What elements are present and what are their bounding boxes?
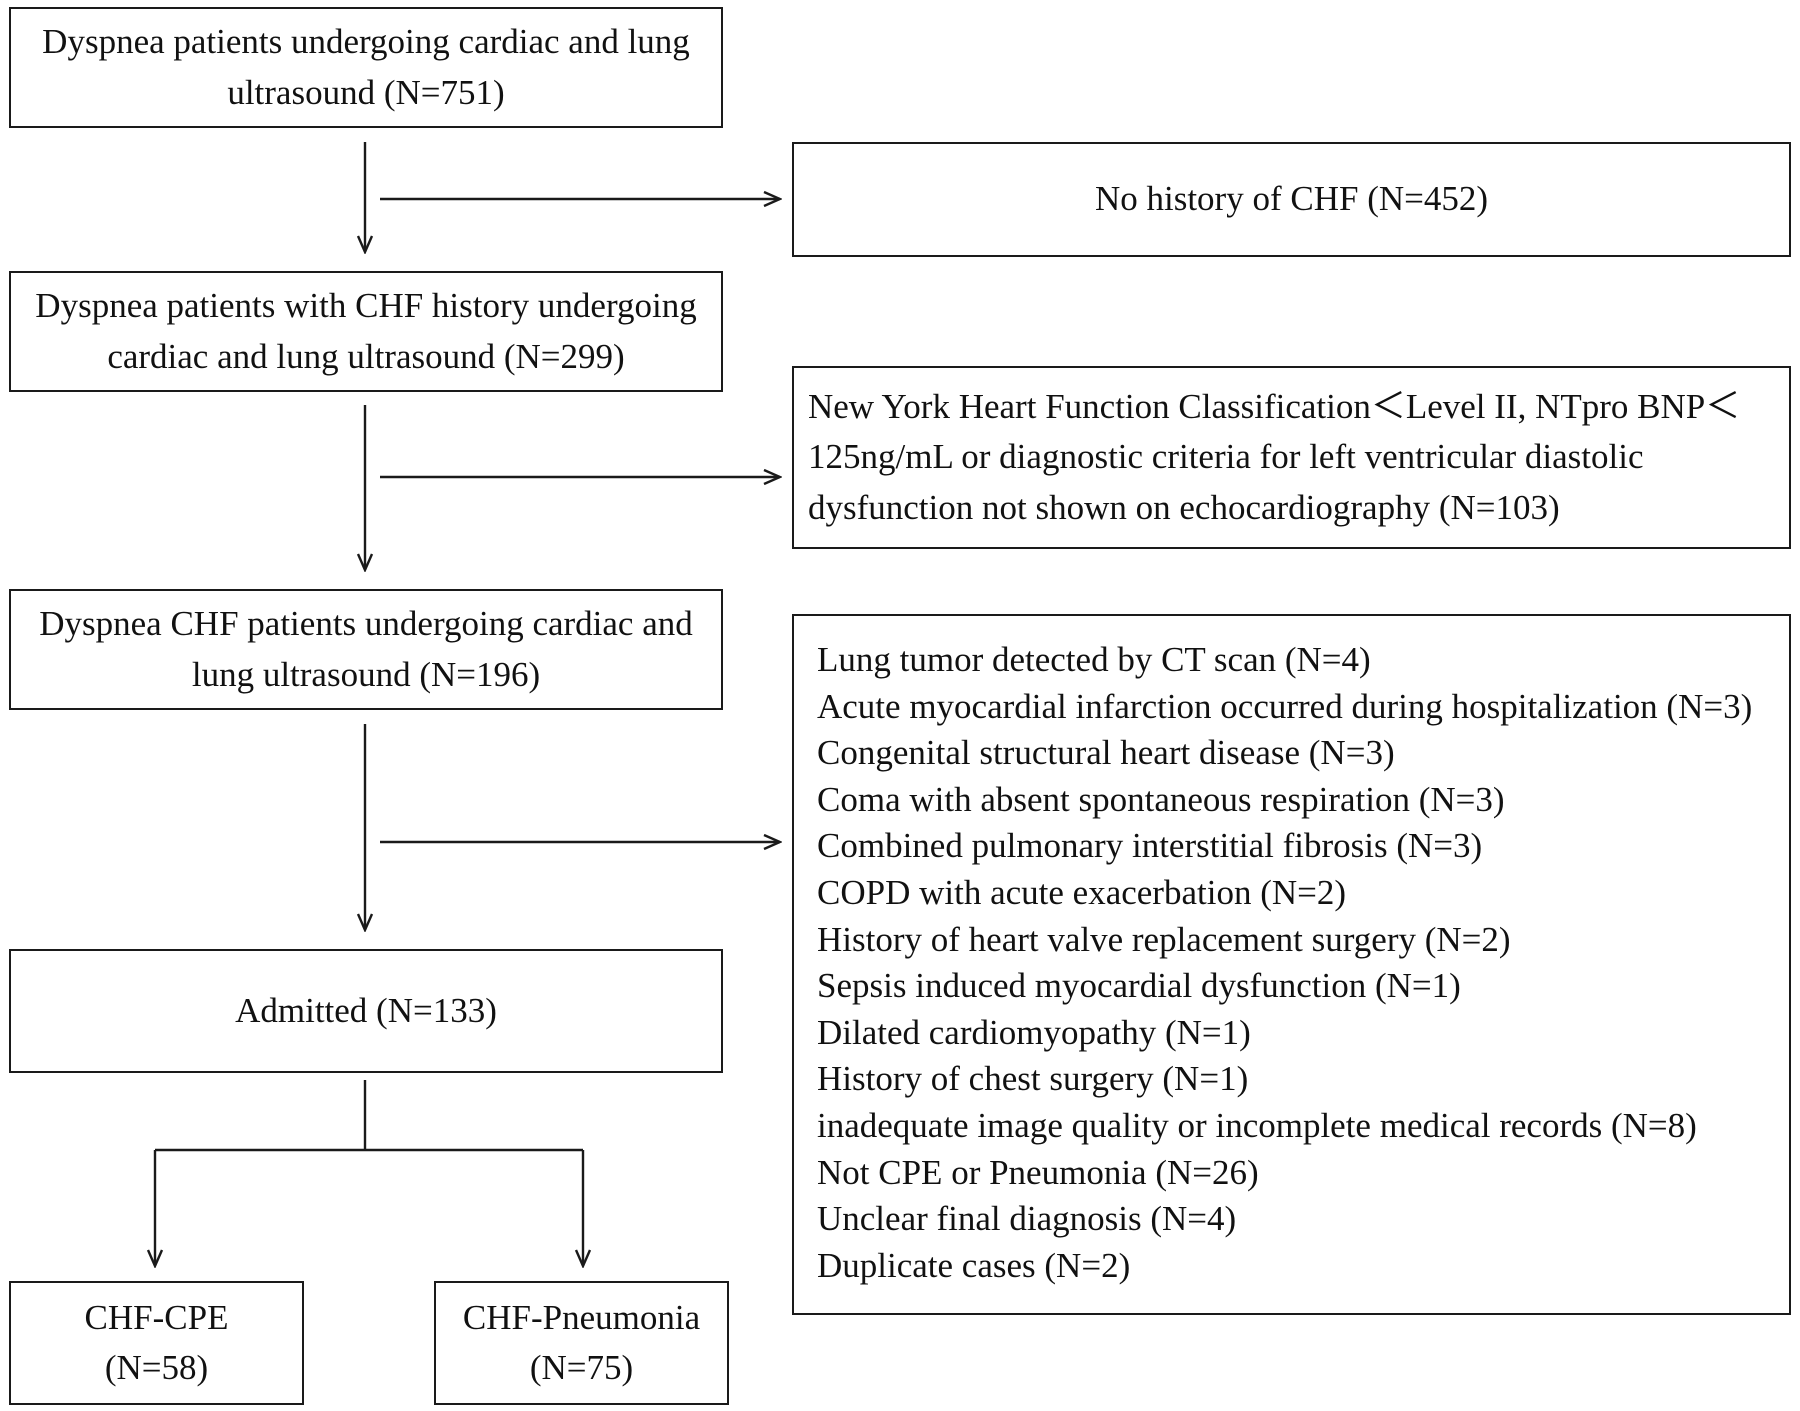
group-cpe-count: (N=58) xyxy=(104,1348,209,1387)
exclusion-item: Not CPE or Pneumonia (N=26) xyxy=(817,1152,1259,1192)
group-pneumonia-count: (N=75) xyxy=(529,1348,634,1387)
exclusion-item: History of chest surgery (N=1) xyxy=(817,1059,1249,1099)
exclusion-2-text: New York Heart Function Classification＜L… xyxy=(808,386,1741,527)
exclusion-item: Dilated cardiomyopathy (N=1) xyxy=(817,1012,1251,1052)
group-pneumonia-box: CHF-Pneumonia (N=75) xyxy=(434,1281,729,1405)
step3-text: Dyspnea CHF patients undergoing cardiac … xyxy=(39,604,693,694)
exclusion-box-3: Lung tumor detected by CT scan (N=4) Acu… xyxy=(792,614,1791,1315)
exclusion-1-text: No history of CHF (N=452) xyxy=(1094,179,1489,219)
step3-box: Dyspnea CHF patients undergoing cardiac … xyxy=(9,589,723,710)
step1-text: Dyspnea patients undergoing cardiac and … xyxy=(42,22,690,112)
exclusion-box-1: No history of CHF (N=452) xyxy=(792,142,1791,257)
exclusion-item: History of heart valve replacement surge… xyxy=(817,919,1511,959)
exclusion-item: Sepsis induced myocardial dysfunction (N… xyxy=(817,966,1461,1006)
exclusion-item: Duplicate cases (N=2) xyxy=(817,1245,1131,1285)
step4-text: Admitted (N=133) xyxy=(235,990,497,1030)
step1-box: Dyspnea patients undergoing cardiac and … xyxy=(9,7,723,128)
exclusion-box-2: New York Heart Function Classification＜L… xyxy=(792,366,1791,549)
exclusion-item: Combined pulmonary interstitial fibrosis… xyxy=(817,826,1483,866)
exclusion-item: Coma with absent spontaneous respiration… xyxy=(817,779,1505,819)
exclusion-item: Unclear final diagnosis (N=4) xyxy=(817,1199,1237,1239)
group-cpe-box: CHF-CPE (N=58) xyxy=(9,1281,304,1405)
step2-text: Dyspnea patients with CHF history underg… xyxy=(35,286,697,376)
group-pneumonia-name: CHF-Pneumonia xyxy=(462,1297,701,1337)
step4-box: Admitted (N=133) xyxy=(9,949,723,1073)
exclusion-item: Acute myocardial infarction occurred dur… xyxy=(817,686,1753,726)
exclusion-item: Congenital structural heart disease (N=3… xyxy=(817,733,1395,773)
exclusion-item: Lung tumor detected by CT scan (N=4) xyxy=(817,640,1371,679)
step2-box: Dyspnea patients with CHF history underg… xyxy=(9,271,723,392)
group-cpe-name: CHF-CPE xyxy=(84,1297,229,1337)
exclusion-item: COPD with acute exacerbation (N=2) xyxy=(817,872,1347,912)
exclusion-item: inadequate image quality or incomplete m… xyxy=(817,1105,1697,1145)
